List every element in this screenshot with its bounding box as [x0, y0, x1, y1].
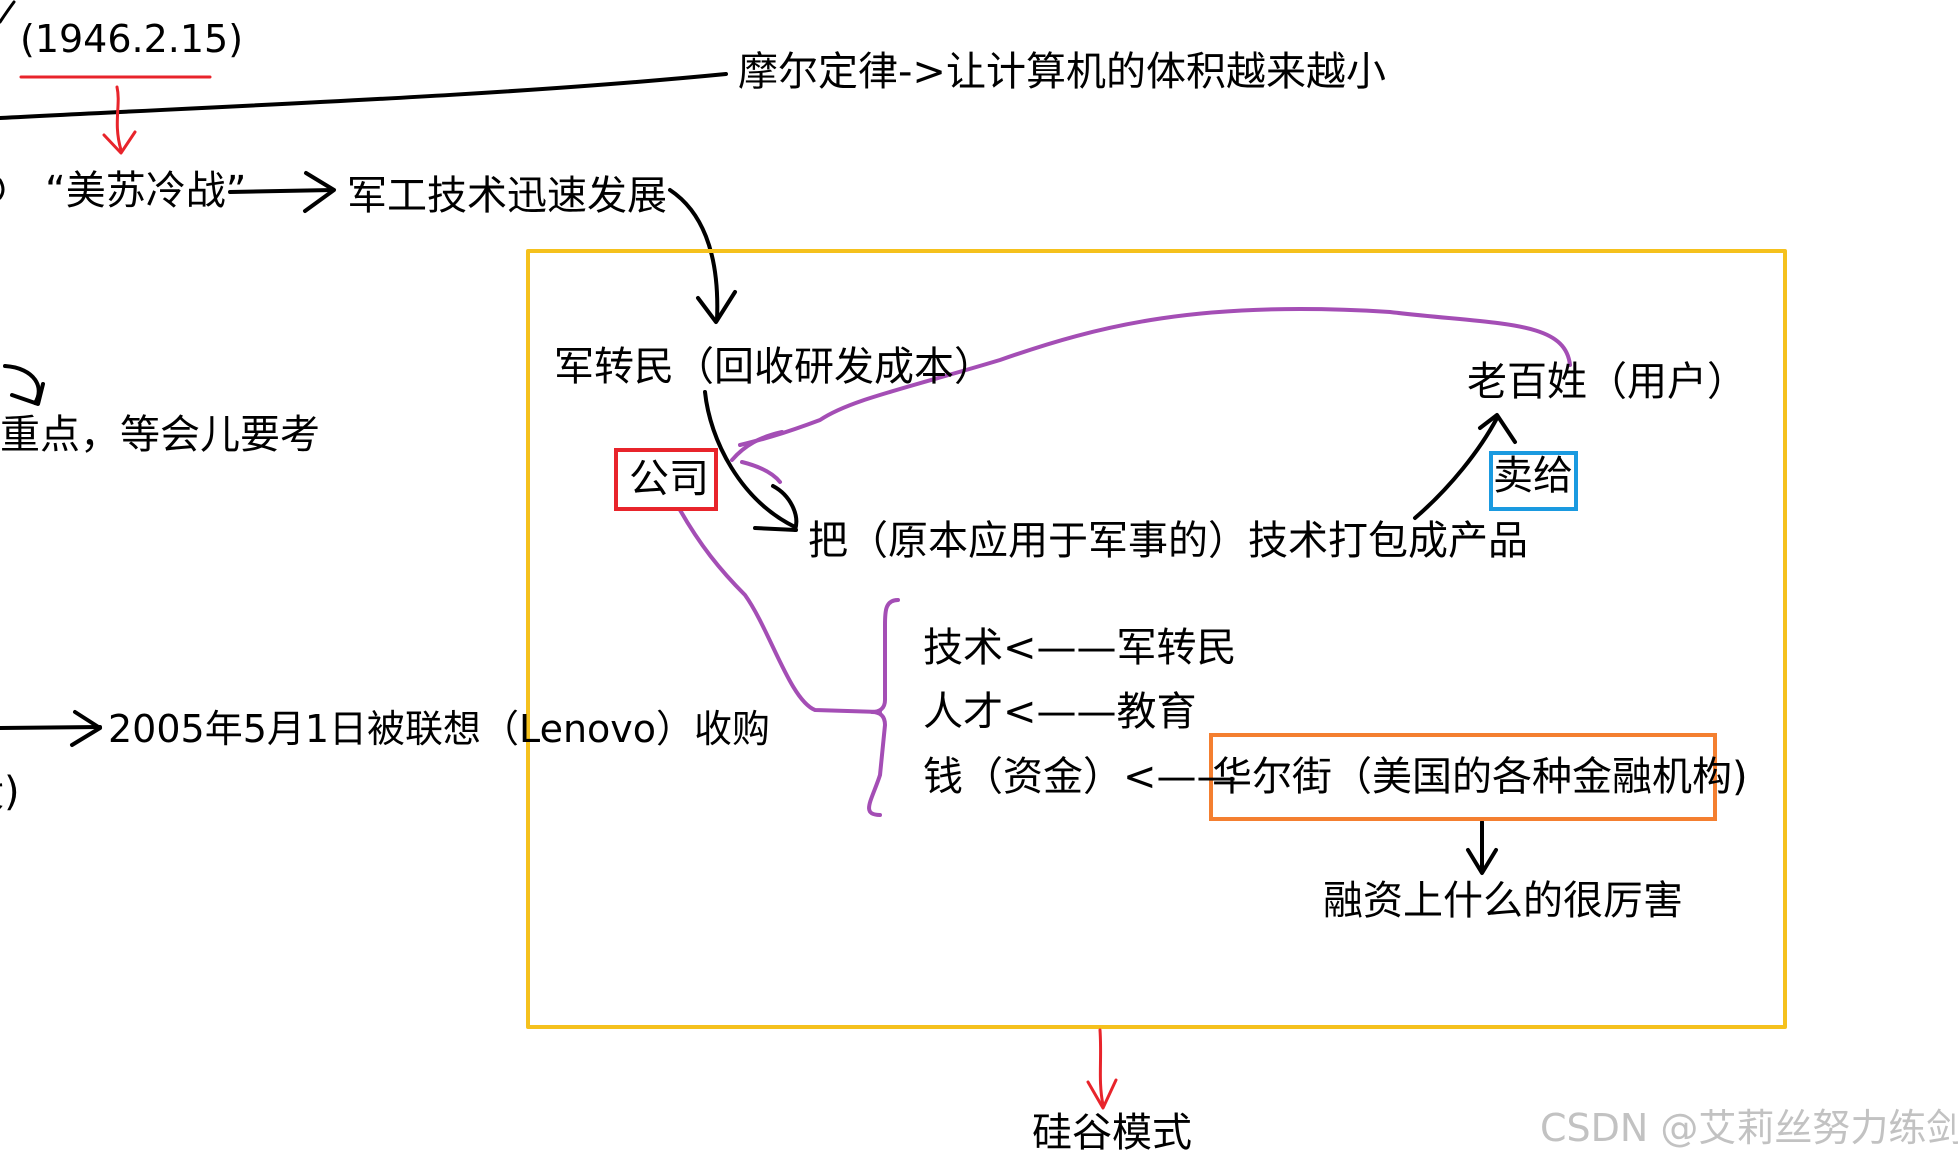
financing-label: 融资上什么的很厉害 — [1323, 878, 1683, 924]
right-arrow-icon — [228, 171, 336, 213]
military-to-civil-label: 军转民（回收研发成本） — [554, 344, 994, 390]
silicon-valley-frame — [526, 249, 1787, 1029]
wall-street-label: 华尔街（美国的各种金融机构) — [1212, 754, 1748, 800]
company-box — [614, 448, 718, 511]
left-down-arrow-icon — [3, 364, 45, 406]
money-source-label: 钱（资金）<—— — [923, 754, 1237, 800]
military-tech-label: 军工技术迅速发展 — [347, 173, 667, 219]
product-to-consumer-arrow-icon — [1413, 413, 1517, 520]
company-to-brace-line — [678, 508, 882, 714]
military-to-product-arrow-icon — [703, 390, 799, 532]
curved-arrow-icon — [668, 188, 737, 324]
feedback-curve-icon — [730, 307, 1572, 484]
company-label: 公司 — [629, 456, 709, 502]
lenovo-label: 2005年5月1日被联想（Lenovo）收购 — [108, 707, 771, 751]
silicon-valley-label: 硅谷模式 — [1032, 1110, 1192, 1156]
wallstreet-down-arrow-icon — [1466, 820, 1498, 875]
consumers-label: 老百姓（用户） — [1467, 359, 1747, 405]
curly-brace-icon — [867, 598, 900, 817]
left-fragment-stroke — [0, 178, 5, 200]
down-arrow-icon — [102, 85, 137, 155]
tech-source-label: 技术<——军转民 — [923, 625, 1237, 671]
package-label: 把（原本应用于军事的）技术打包成产品 — [808, 518, 1528, 564]
sell-to-box — [1489, 451, 1578, 511]
wall-street-box — [1209, 733, 1717, 821]
lenovo-arrow-icon — [0, 710, 102, 747]
talent-source-label: 人才<——教育 — [923, 689, 1197, 735]
cold-war-label: “美苏冷战” — [45, 168, 247, 214]
moore-law-label: 摩尔定律->让计算机的体积越来越小 — [738, 49, 1386, 95]
date-label: (1946.2.15) — [20, 17, 244, 61]
timeline-line — [0, 72, 728, 120]
frame-down-arrow-icon — [1086, 1028, 1118, 1110]
key-point-label: 重点，等会儿要考 — [0, 412, 320, 458]
left-fragment-label: 没) — [0, 769, 20, 815]
sell-to-label: 卖给 — [1493, 453, 1573, 499]
arc-fragment — [0, 0, 16, 24]
csdn-watermark: CSDN @艾莉丝努力练剑 — [1540, 1106, 1958, 1150]
